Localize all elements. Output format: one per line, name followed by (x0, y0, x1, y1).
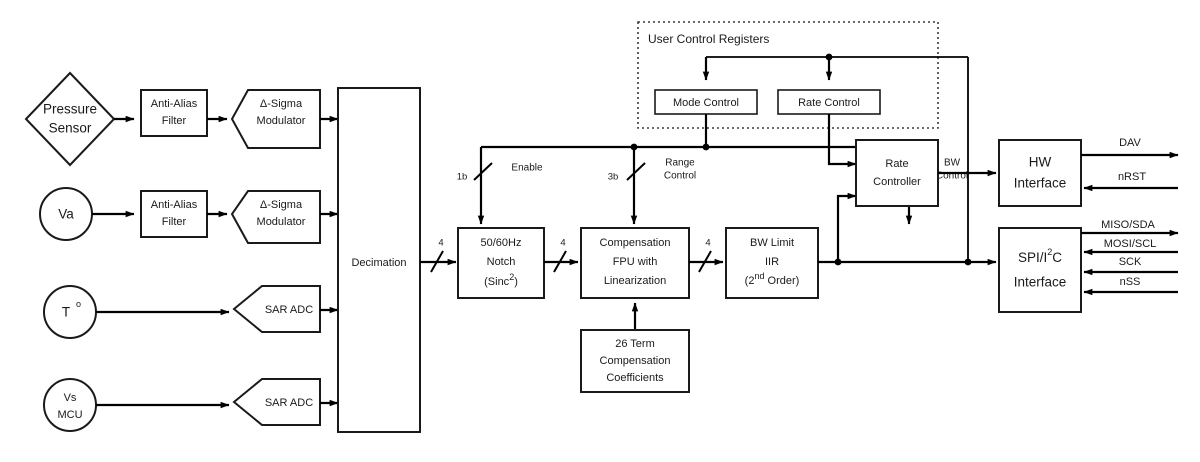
fpu-label-line2: FPU with (613, 256, 658, 268)
source-va[interactable]: Va (39, 187, 93, 241)
mod1-label-line2: Modulator (257, 115, 306, 127)
user-control-registers-group (637, 21, 939, 129)
coefficients-label-line1: 26 Term (615, 338, 655, 350)
block-rate-control[interactable]: Rate Control (777, 89, 881, 115)
coefficients-label-line3: Coefficients (606, 372, 664, 384)
user-control-registers-label: User Control Registers (648, 32, 769, 46)
notch-label-line2: Notch (487, 256, 516, 268)
block-sar-adc-2[interactable]: SAR ADC (232, 378, 321, 426)
pin-label-miso-sda: MISO/SDA (1101, 219, 1155, 231)
source-temperature[interactable]: T o (43, 285, 97, 339)
block-notch-filter[interactable]: 50/60Hz Notch (Sinc2) (457, 227, 545, 299)
rate-control-label: Rate Control (798, 97, 860, 109)
source-vs-mcu[interactable]: Vs MCU (43, 378, 97, 432)
control-label-range-line1: Range (665, 158, 695, 169)
aaf1-label-line2: Filter (162, 115, 187, 127)
bus-width-fpu-out: 4 (705, 238, 710, 249)
block-delta-sigma-modulator-2[interactable]: Δ-Sigma Modulator (230, 190, 321, 244)
mod1-label-line1: Δ-Sigma (260, 98, 303, 110)
block-sar-adc-1[interactable]: SAR ADC (232, 285, 321, 333)
bus-slash-range (626, 162, 646, 181)
bus-slash-notch-out (553, 250, 567, 273)
fpu-label-line1: Compensation (600, 237, 671, 249)
mod2-label-line2: Modulator (257, 216, 306, 228)
bus-slash-enable (473, 162, 493, 181)
junction-dot-top-bus (825, 53, 833, 61)
block-compensation-fpu[interactable]: Compensation FPU with Linearization (580, 227, 690, 299)
pin-label-dav: DAV (1119, 137, 1141, 149)
control-label-bw-line1: BW (944, 158, 961, 169)
sar-adc-2-label: SAR ADC (265, 397, 313, 409)
bus-width-enable: 1b (457, 172, 468, 183)
notch-label-line3: (Sinc2) (484, 272, 518, 288)
hw-interface-label-line2: Interface (1014, 176, 1067, 191)
bus-slash-decimation-out (430, 250, 444, 273)
temperature-degree-superscript: o (76, 299, 81, 309)
rate-controller-label-line1: Rate (885, 158, 908, 170)
aaf2-label-line1: Anti-Alias (151, 199, 198, 211)
wire-rate-control-to-rate-controller (827, 114, 857, 168)
bw-limit-label-line2: IIR (765, 256, 779, 268)
control-label-range-line2: Control (664, 171, 696, 182)
rate-controller-label-line2: Controller (873, 176, 921, 188)
block-anti-alias-filter-1[interactable]: Anti-Alias Filter (140, 89, 208, 137)
block-rate-controller[interactable]: Rate Controller (855, 139, 939, 207)
bw-limit-label-line1: BW Limit (750, 237, 794, 249)
mode-control-label: Mode Control (673, 97, 739, 109)
block-compensation-coefficients[interactable]: 26 Term Compensation Coefficients (580, 329, 690, 393)
pressure-sensor-label-line1: Pressure (43, 102, 97, 117)
pin-label-nss: nSS (1120, 276, 1141, 288)
block-bw-limit-iir[interactable]: BW Limit IIR (2nd Order) (725, 227, 819, 299)
pin-label-sck: SCK (1119, 256, 1142, 268)
block-hw-interface[interactable]: HW Interface (998, 139, 1082, 207)
bus-slash-fpu-out (698, 250, 712, 273)
decimation-label: Decimation (351, 257, 406, 269)
bus-width-notch-out: 4 (560, 238, 565, 249)
mod2-label-line1: Δ-Sigma (260, 199, 303, 211)
pin-label-mosi-scl: MOSI/SCL (1104, 238, 1157, 250)
vs-mcu-label-line1: Vs (64, 392, 77, 404)
control-label-bw-line2: Control (936, 171, 968, 182)
pin-label-nrst: nRST (1118, 171, 1146, 183)
aaf1-label-line1: Anti-Alias (151, 98, 198, 110)
fpu-label-line3: Linearization (604, 275, 666, 287)
block-delta-sigma-modulator-1[interactable]: Δ-Sigma Modulator (230, 89, 321, 149)
sar-adc-1-label: SAR ADC (265, 304, 313, 316)
bw-limit-label-line3: (2nd Order) (745, 271, 800, 287)
block-spi-i2c-interface[interactable]: SPI/I2C Interface (998, 227, 1082, 313)
spi-interface-label-line1: SPI/I2C (1018, 247, 1062, 264)
coefficients-label-line2: Compensation (600, 355, 671, 367)
temperature-label: T (62, 305, 70, 320)
vs-mcu-label-line2: MCU (57, 409, 82, 421)
hw-interface-label-line1: HW (1029, 155, 1052, 170)
va-label: Va (58, 207, 74, 222)
control-label-enable: Enable (511, 163, 543, 174)
block-mode-control[interactable]: Mode Control (654, 89, 758, 115)
bus-width-decimation-out: 4 (438, 238, 443, 249)
notch-label-line1: 50/60Hz (481, 237, 522, 249)
wire-bwlimit-to-rate-controller (836, 192, 857, 262)
source-pressure-sensor[interactable]: Pressure Sensor (24, 71, 116, 167)
aaf2-label-line2: Filter (162, 216, 187, 228)
bus-width-range: 3b (608, 172, 619, 183)
block-decimation[interactable]: Decimation (337, 87, 421, 433)
block-anti-alias-filter-2[interactable]: Anti-Alias Filter (140, 190, 208, 238)
junction-dot-mode-bus (702, 143, 710, 151)
spi-interface-label-line2: Interface (1014, 275, 1067, 290)
pressure-sensor-label-line2: Sensor (49, 121, 92, 136)
